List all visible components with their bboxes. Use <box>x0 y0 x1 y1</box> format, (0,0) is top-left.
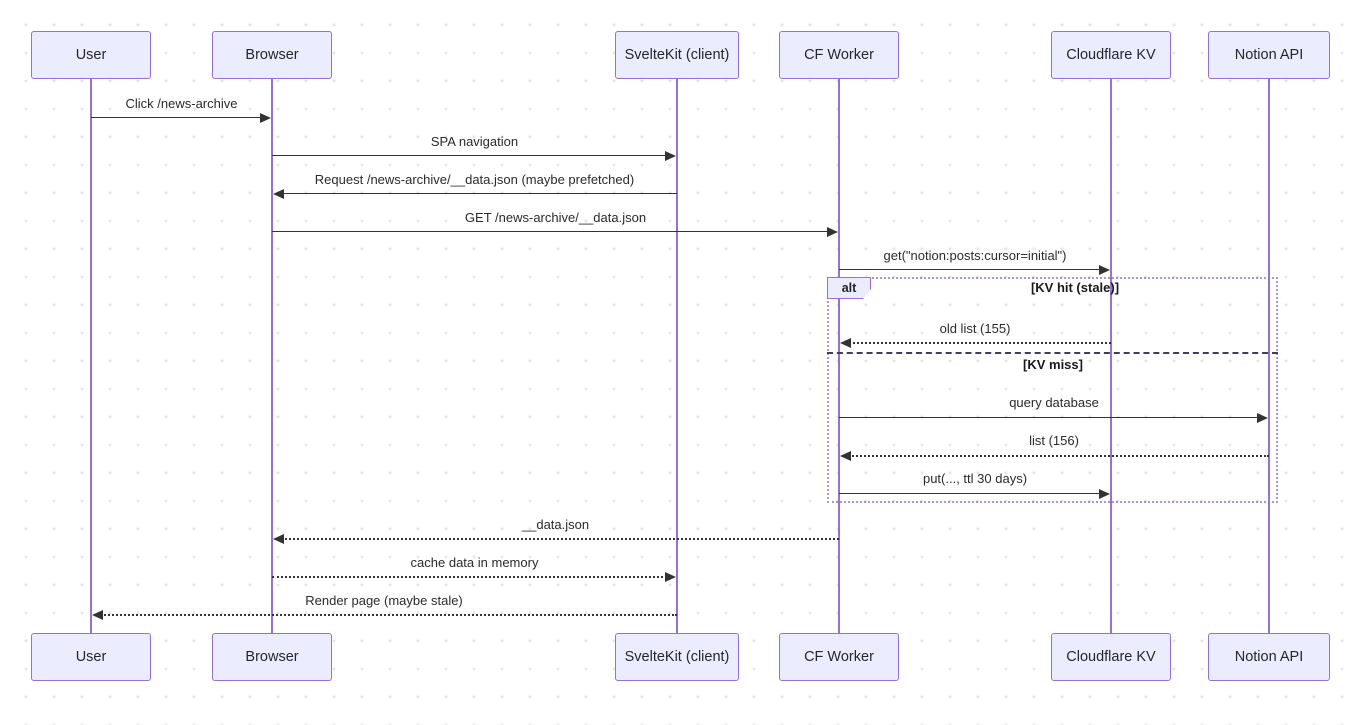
actor-label: Cloudflare KV <box>1066 649 1156 665</box>
arrowhead-icon <box>1099 489 1110 499</box>
actor-box-bottom-cloudflarekv: Cloudflare KV <box>1051 633 1171 681</box>
alt-condition-label: [KV miss] <box>1023 357 1083 372</box>
actor-box-bottom-user: User <box>31 633 151 681</box>
actor-box-bottom-browser: Browser <box>212 633 332 681</box>
message-label: SPA navigation <box>430 134 519 149</box>
actor-box-bottom-notionapi: Notion API <box>1208 633 1330 681</box>
arrowhead-icon <box>1257 413 1268 423</box>
arrowhead-icon <box>665 572 676 582</box>
message-line <box>839 493 1101 494</box>
alt-condition-label: [KV hit (stale)] <box>1030 280 1120 295</box>
arrowhead-icon <box>273 534 284 544</box>
lifeline-notionapi <box>1268 79 1270 633</box>
message-line <box>272 155 667 156</box>
arrowhead-icon <box>665 151 676 161</box>
actor-box-bottom-sveltekit: SvelteKit (client) <box>615 633 739 681</box>
arrowhead-icon <box>1099 265 1110 275</box>
message-label: Render page (maybe stale) <box>305 593 463 608</box>
message-line <box>839 269 1101 270</box>
actor-label: Browser <box>245 47 299 63</box>
arrowhead-icon <box>260 113 271 123</box>
arrowhead-icon <box>840 451 851 461</box>
message-label: query database <box>1009 395 1099 410</box>
message-label: get("notion:posts:cursor=initial") <box>883 248 1067 263</box>
arrowhead-icon <box>273 189 284 199</box>
actor-label: CF Worker <box>804 47 874 63</box>
actor-box-bottom-cfworker: CF Worker <box>779 633 899 681</box>
actor-label: User <box>75 649 107 665</box>
message-line <box>272 231 829 232</box>
message-label: put(..., ttl 30 days) <box>922 471 1028 486</box>
message-line <box>91 117 262 118</box>
actor-label: Cloudflare KV <box>1066 47 1156 63</box>
message-line <box>282 193 677 194</box>
message-label: GET /news-archive/__data.json <box>464 210 647 225</box>
actor-box-top-notionapi: Notion API <box>1208 31 1330 79</box>
actor-box-top-cloudflarekv: Cloudflare KV <box>1051 31 1171 79</box>
lifeline-cfworker <box>838 79 840 633</box>
message-line <box>282 538 839 540</box>
message-label: list (156) <box>1029 433 1079 448</box>
alt-section-divider <box>827 352 1278 354</box>
message-line <box>101 614 677 616</box>
alt-operator-label: alt <box>827 277 871 299</box>
actor-label: Notion API <box>1234 47 1304 63</box>
actor-label: Browser <box>245 649 299 665</box>
lifeline-cloudflarekv <box>1110 79 1112 633</box>
message-label: cache data in memory <box>410 555 539 570</box>
actor-box-top-sveltekit: SvelteKit (client) <box>615 31 739 79</box>
actor-label: CF Worker <box>804 649 874 665</box>
actor-label: SvelteKit (client) <box>624 649 730 665</box>
actor-label: User <box>75 47 107 63</box>
message-label: __data.json <box>521 517 590 532</box>
message-label: Click /news-archive <box>125 96 238 111</box>
arrowhead-icon <box>840 338 851 348</box>
actor-label: SvelteKit (client) <box>624 47 730 63</box>
lifeline-sveltekit <box>676 79 678 633</box>
message-line <box>839 417 1259 418</box>
arrowhead-icon <box>827 227 838 237</box>
message-label: Request /news-archive/__data.json (maybe… <box>314 172 635 187</box>
lifeline-browser <box>271 79 273 633</box>
arrowhead-icon <box>92 610 103 620</box>
alt-block-frame <box>827 277 1278 503</box>
message-line <box>849 455 1269 457</box>
actor-box-top-browser: Browser <box>212 31 332 79</box>
message-label: old list (155) <box>939 321 1011 336</box>
actor-box-top-user: User <box>31 31 151 79</box>
message-line <box>272 576 667 578</box>
message-line <box>849 342 1111 344</box>
actor-label: Notion API <box>1234 649 1304 665</box>
lifeline-user <box>90 79 92 633</box>
actor-box-top-cfworker: CF Worker <box>779 31 899 79</box>
